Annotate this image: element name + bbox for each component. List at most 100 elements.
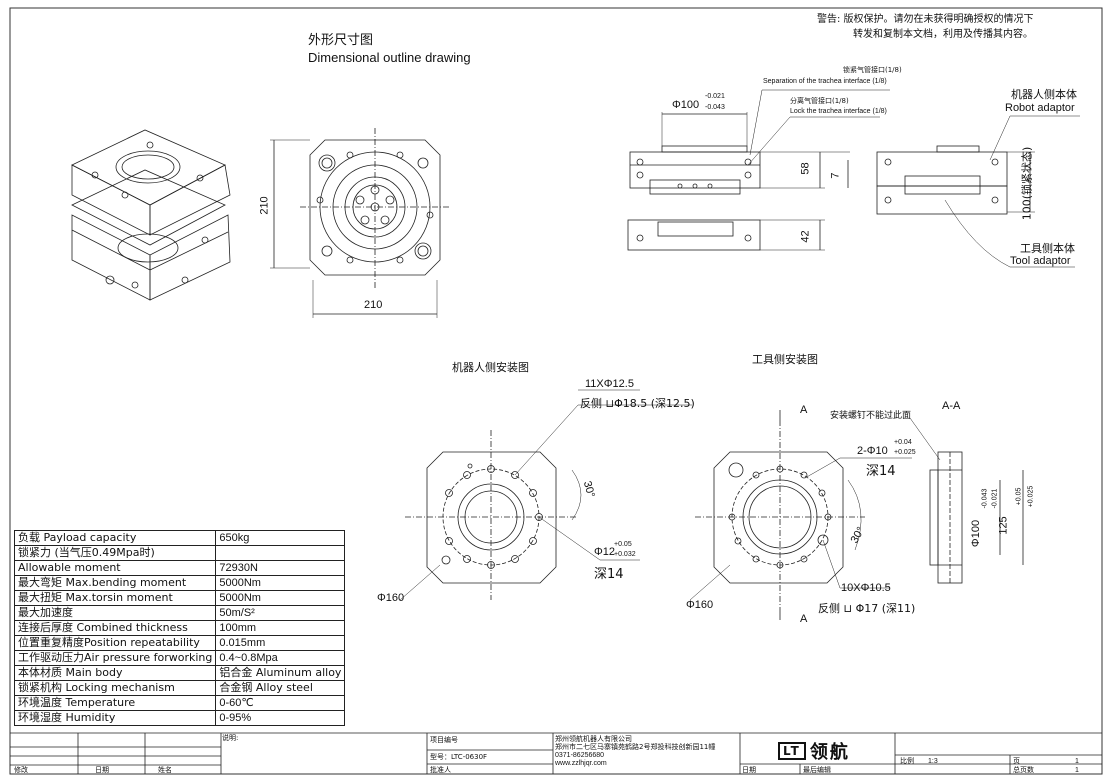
side-dim-42: 42 xyxy=(799,230,812,243)
spec-value: 合金钢 Alloy steel xyxy=(215,680,346,696)
tb-page: 1 xyxy=(1075,758,1079,765)
logo-mark-icon: LT xyxy=(778,742,806,760)
tb-note-label: 说明: xyxy=(222,734,239,742)
spec-key: 最大扭矩 Max.torsin moment xyxy=(13,590,217,606)
tb-date2: 日期 xyxy=(742,766,756,774)
tb-name: 姓名 xyxy=(158,766,172,774)
logo-text: 领航 xyxy=(809,742,850,763)
robot-mount-view xyxy=(399,389,692,601)
spec-key: 连接后厚度 Combined thickness xyxy=(13,620,217,636)
outline-title-en: Dimensional outline drawing xyxy=(308,50,471,65)
isometric-view xyxy=(71,129,231,301)
tb-web: www.zzlhjqr.com xyxy=(555,760,607,767)
tb-date: 日期 xyxy=(95,766,109,774)
tool-counterbore: 反侧 ⊔ Φ17 (深11) xyxy=(818,602,916,615)
end-tool-en: Tool adaptor xyxy=(1010,255,1071,267)
spec-key: 锁紧力 (当气压0.49Mpa时) xyxy=(13,545,217,561)
end-robot-en: Robot adaptor xyxy=(1005,102,1075,114)
side-view xyxy=(627,89,890,251)
side-dia-label: Φ100 xyxy=(672,99,700,111)
spec-value xyxy=(215,545,346,561)
tool-holes: 10XΦ10.5 xyxy=(841,582,891,594)
tb-rev: 修改 xyxy=(14,766,28,774)
end-dim-100: 100(锁紧状态) xyxy=(1020,146,1034,221)
spec-value: 650kg xyxy=(215,530,346,546)
tool-sec-d2: 125 xyxy=(997,516,1010,535)
tool-section-aa: A-A xyxy=(942,400,961,412)
end-robot-cn: 机器人侧本体 xyxy=(1011,88,1077,101)
tb-company: 郑州领航机器人有限公司 xyxy=(555,735,632,743)
spec-key: 工作驱动压力Air pressure forworking xyxy=(13,650,217,666)
front-view xyxy=(270,128,450,318)
tb-last-edit: 最后编辑 xyxy=(803,766,831,774)
tb-model: 型号：LTC-0630F xyxy=(430,753,488,761)
outline-title-cn: 外形尺寸图 xyxy=(308,33,374,48)
spec-value: 0-95% xyxy=(215,710,346,726)
spec-row: 锁紧力 (当气压0.49Mpa时) xyxy=(13,545,346,561)
spec-key: Allowable moment xyxy=(13,560,217,576)
tool-pcd: Φ160 xyxy=(686,599,714,611)
spec-value: 0.015mm xyxy=(215,635,346,651)
tb-phone: 0371-86256680 xyxy=(555,752,605,759)
tool-pins-up: +0.04 xyxy=(894,439,912,446)
spec-value: 100mm xyxy=(215,620,346,636)
spec-value: 0-60℃ xyxy=(215,695,346,711)
side-note1-cn: 锁紧气管接口(1/8) xyxy=(843,66,902,74)
warning-line-2: 转发和复制本文档，利用及传播其内容。 xyxy=(853,29,1033,40)
tool-screw-note: 安装螺钉不能过此面 xyxy=(830,411,912,421)
tool-mount-title: 工具侧安装图 xyxy=(752,353,818,366)
spec-value: 铝合金 Aluminum alloy xyxy=(215,665,346,681)
tool-mount-view xyxy=(689,410,1024,620)
spec-key: 位置重复精度Position repeatability xyxy=(13,635,217,651)
tool-pins: 2-Φ10 xyxy=(857,445,888,457)
robot-pcd: Φ160 xyxy=(377,592,405,604)
robot-counterbore: 反侧 ⊔Φ18.5 (深12.5) xyxy=(580,397,695,410)
spec-value: 5000Nm xyxy=(215,575,346,591)
tb-total: 1 xyxy=(1075,767,1079,774)
spec-value: 0.4~0.8Mpa xyxy=(215,650,346,666)
side-dia-tol-up: -0.021 xyxy=(705,93,725,100)
tool-pins-depth: 深14 xyxy=(866,464,896,479)
robot-holes: 11XΦ12.5 xyxy=(585,378,634,390)
tool-sec-d1: Φ100 xyxy=(970,519,983,548)
tb-scale: 1:3 xyxy=(928,758,938,765)
front-dim-height: 210 xyxy=(258,196,271,215)
spec-key: 锁紧机构 Locking mechanism xyxy=(13,680,217,696)
side-dim-7: 7 xyxy=(829,172,842,179)
side-note2-cn: 分离气管接口(1/8) xyxy=(790,97,849,105)
tb-scale-label: 比例 xyxy=(900,757,914,765)
tool-pins-dn: +0.025 xyxy=(894,449,916,456)
spec-key: 负载 Payload capacity xyxy=(13,530,217,546)
tool-sec-d2-up: +0.05 xyxy=(1015,487,1023,506)
spec-key: 最大加速度 xyxy=(13,605,217,621)
side-note2-en: Lock the trachea interface (1/8) xyxy=(790,108,887,115)
robot-mount-title: 机器人侧安装图 xyxy=(452,361,529,374)
tb-address: 郑州市二七区马寨镇苑鹤路2号郑投科技创新园11幢 xyxy=(555,743,716,751)
spec-key: 环境温度 Temperature xyxy=(13,695,217,711)
end-tool-cn: 工具侧本体 xyxy=(1020,242,1075,255)
spec-value: 50m/S² xyxy=(215,605,346,621)
side-dia-tol-dn: -0.043 xyxy=(705,104,725,111)
spec-key: 本体材质 Main body xyxy=(13,665,217,681)
side-dim-58: 58 xyxy=(799,162,812,175)
warning-line-1: 警告: 版权保护。请勿在未获得明确授权的情况下 xyxy=(817,14,1034,25)
spec-key: 环境湿度 Humidity xyxy=(13,710,217,726)
front-dim-width: 210 xyxy=(364,299,383,311)
spec-value: 5000Nm xyxy=(215,590,346,606)
spec-value: 72930N xyxy=(215,560,346,576)
tb-approver: 批准人 xyxy=(430,766,451,774)
tool-sec-d2-dn: +0.025 xyxy=(1027,485,1035,508)
